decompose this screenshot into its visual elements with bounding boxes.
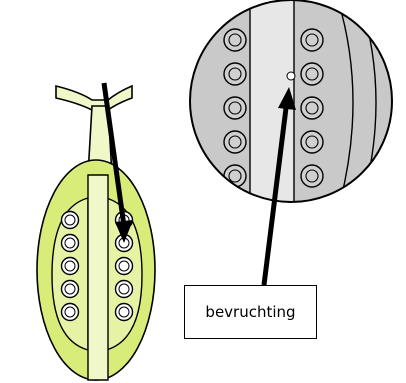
septum [88,175,108,380]
ovule [62,304,79,321]
magnified-ovule [224,165,246,187]
magnified-ovule [224,97,246,119]
ovule [116,281,133,298]
magnified-ovule [224,29,246,51]
fertilization-label-text: bevruchting [205,303,295,321]
ovule [116,258,133,275]
ovule [62,235,79,252]
magnified-ovule [301,29,323,51]
pistil [37,86,155,380]
fertilization-label: bevruchting [184,285,317,339]
magnified-ovule [301,165,323,187]
ovule [62,258,79,275]
magnified-ovule [301,63,323,85]
magnified-ovule [301,131,323,153]
ovule [62,212,79,229]
ovule [62,281,79,298]
magnified-ovule [224,131,246,153]
fertilization-point [287,72,295,80]
magnified-ovule [224,63,246,85]
ovule [116,304,133,321]
magnified-ovule [301,97,323,119]
